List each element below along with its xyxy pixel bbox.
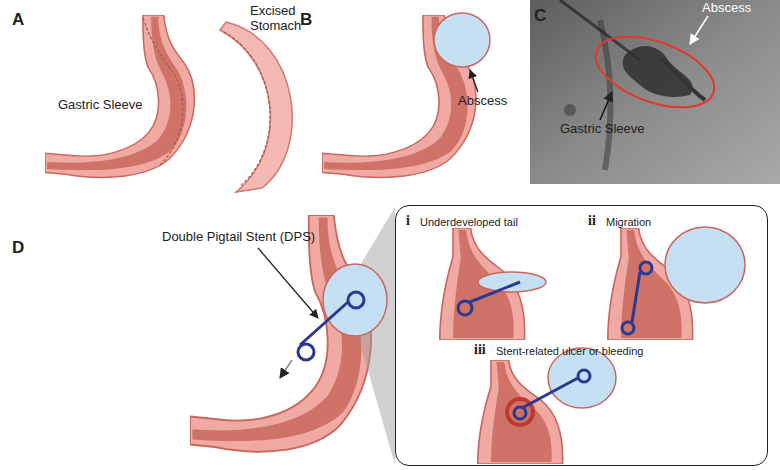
- panel-a-art: [45, 15, 292, 192]
- part-name: Gastric Sleeve: [560, 122, 645, 137]
- part-name: Gastric Sleeve: [58, 98, 143, 113]
- sub-panel-number: iii: [474, 342, 486, 358]
- panel-letter: D: [12, 238, 24, 258]
- part-name: Abscess: [702, 1, 751, 16]
- sub-panel-number: i: [406, 213, 410, 229]
- inset-art: [440, 227, 745, 464]
- panel-letter: B: [300, 10, 312, 30]
- sub-panel-title: Underdeveloped tail: [420, 216, 518, 228]
- panel-letter: A: [12, 10, 24, 30]
- part-name: Abscess: [458, 94, 507, 109]
- fluoroscopy-image: [530, 0, 780, 184]
- part-name: Double Pigtail Stent (DPS): [162, 230, 315, 245]
- panel-d-art: [190, 207, 395, 465]
- sub-panel-title: Migration: [606, 216, 651, 228]
- sub-panel-number: ii: [588, 213, 596, 229]
- inset-box: i Underdeveloped tail ii Migration iii Stent-…: [395, 205, 768, 466]
- panel-letter: C: [534, 6, 546, 26]
- sub-panel-title: Stent-related ulcer or bleeding: [496, 345, 643, 357]
